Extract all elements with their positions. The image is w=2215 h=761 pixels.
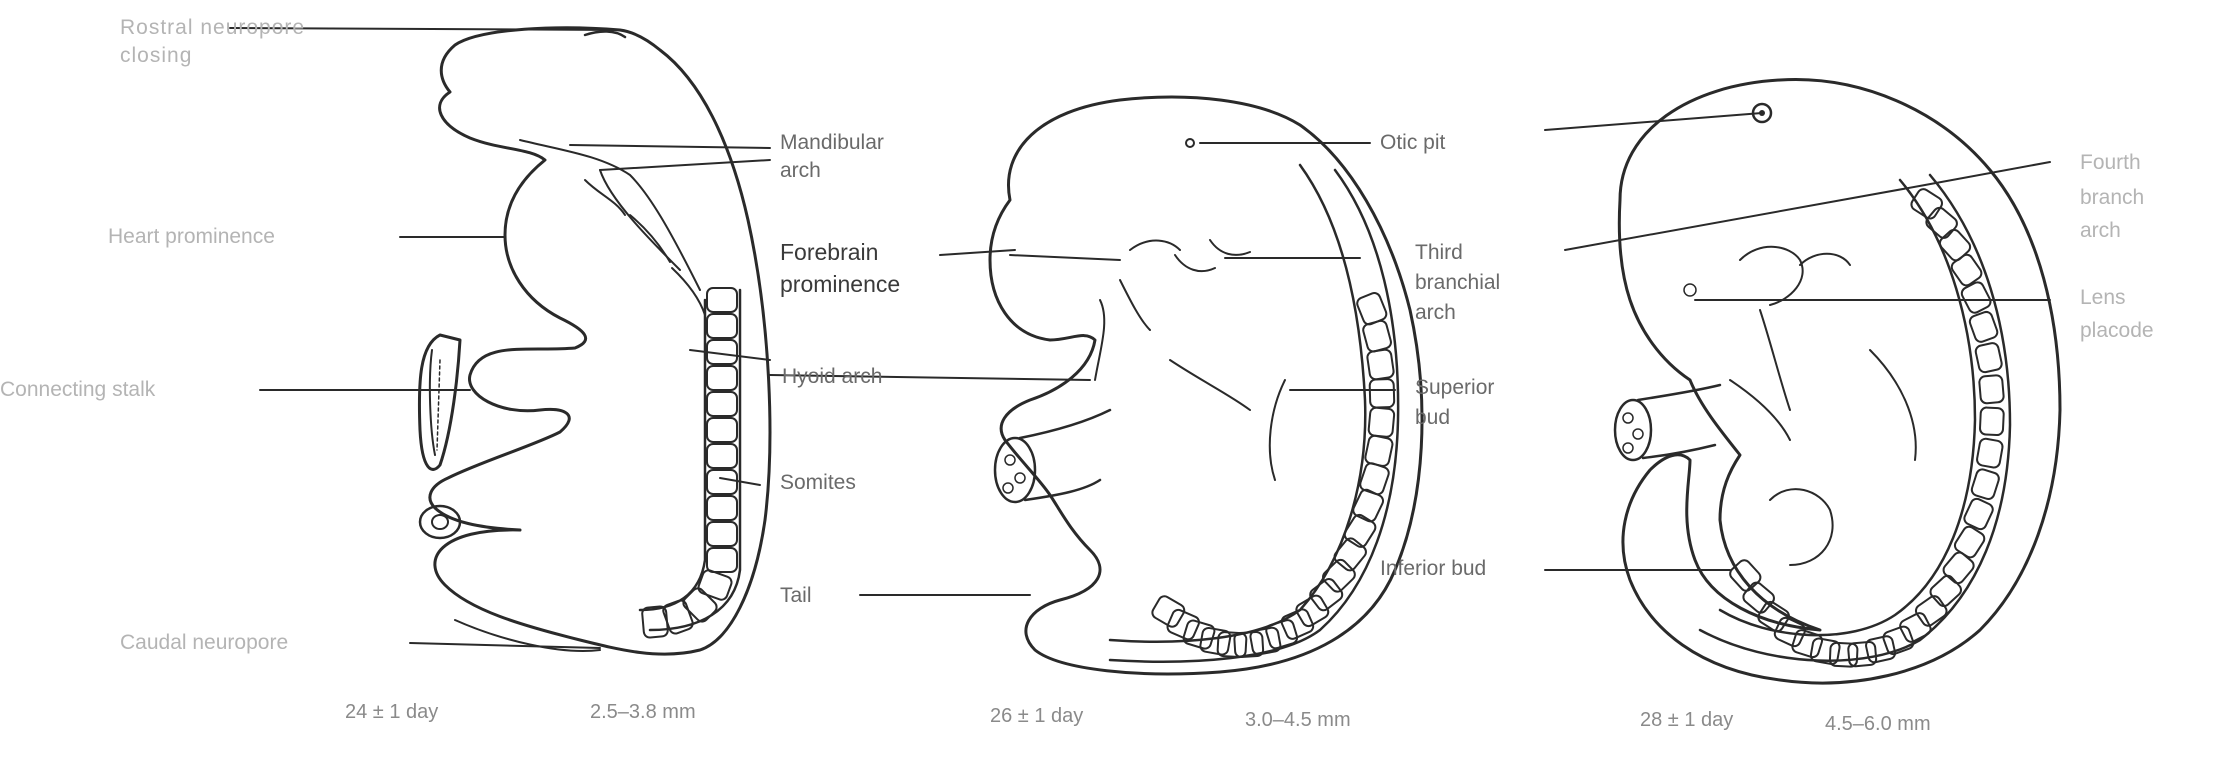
label-third-branchial-line3: arch [1415, 300, 1456, 325]
somite-segment [1968, 310, 1999, 343]
label-hyoid-arch: Hyoid arch [782, 364, 882, 389]
somite-segment [1914, 594, 1949, 628]
label-rostral-neuropore: Rostral neuropore closing [120, 14, 320, 70]
somite-segment [707, 470, 737, 494]
somite-segment [707, 522, 737, 546]
label-forebrain-line1: Forebrain [780, 240, 878, 265]
label-lens-placode-line1: Lens [2080, 285, 2126, 310]
somite-segment [707, 366, 737, 390]
caption-stage1-size: 2.5–3.8 mm [590, 700, 696, 725]
label-connecting-stalk: Connecting stalk [0, 377, 155, 402]
label-superior-bud-line1: Superior [1415, 375, 1494, 400]
somite-segment [1975, 342, 2003, 373]
somite-segment [1980, 407, 2004, 435]
caption-stage1-age: 24 ± 1 day [345, 700, 438, 725]
label-fourth-branchial-line2: branch [2080, 185, 2144, 210]
somite-segment [707, 418, 737, 442]
label-fourth-branchial-line3: arch [2080, 218, 2121, 243]
somite-segment [707, 444, 737, 468]
somite-segment [707, 392, 737, 416]
embryo-24-day [419, 28, 770, 654]
somite-segment [707, 314, 737, 338]
label-heart-prominence: Heart prominence [108, 224, 275, 249]
somite-segment [707, 548, 737, 572]
label-caudal-neuropore: Caudal neuropore [120, 630, 288, 655]
somite-segment [1909, 187, 1944, 221]
label-superior-bud-line2: bud [1415, 405, 1450, 430]
embryo-28-day [1615, 80, 2060, 683]
embryo-26-outline [990, 97, 1422, 674]
embryo-26-day [990, 97, 1422, 674]
label-inferior-bud: Inferior bud [1380, 556, 1486, 581]
somite-segment [1364, 435, 1393, 467]
leader-lines [230, 28, 2050, 648]
caption-stage3-age: 28 ± 1 day [1640, 708, 1733, 733]
somite-segment [1928, 573, 1963, 608]
somite-segment [1970, 468, 2000, 501]
caption-stage3-size: 4.5–6.0 mm [1825, 712, 1931, 737]
label-lens-placode-line2: placode [2080, 318, 2154, 343]
label-forebrain-line2: prominence [780, 272, 900, 297]
somite-segment [697, 569, 733, 602]
somite-segment [707, 496, 737, 520]
caption-stage2-size: 3.0–4.5 mm [1245, 708, 1351, 733]
label-fourth-branchial-line1: Fourth [2080, 150, 2141, 175]
label-mandibular-arch-line2: arch [780, 158, 821, 183]
label-somites: Somites [780, 470, 856, 495]
label-third-branchial-line1: Third [1415, 240, 1463, 265]
somite-segment [1976, 438, 2003, 469]
label-mandibular-arch-line1: Mandibular [780, 130, 884, 155]
label-third-branchial-line2: branchial [1415, 270, 1500, 295]
somite-segment [1370, 379, 1395, 408]
caption-stage2-age: 26 ± 1 day [990, 704, 1083, 729]
somite-segment [1791, 629, 1824, 659]
somite-segment [1979, 375, 2004, 404]
label-tail: Tail [780, 583, 812, 608]
somite-segment [1368, 407, 1394, 437]
somite-segment [707, 288, 737, 312]
embryo-28-outline [1619, 80, 2060, 683]
label-otic-pit: Otic pit [1380, 130, 1445, 155]
somite-segment [1865, 635, 1896, 663]
somite-segment [1962, 497, 1994, 531]
somite-segment [1362, 320, 1392, 353]
somite-segment [1367, 349, 1395, 380]
